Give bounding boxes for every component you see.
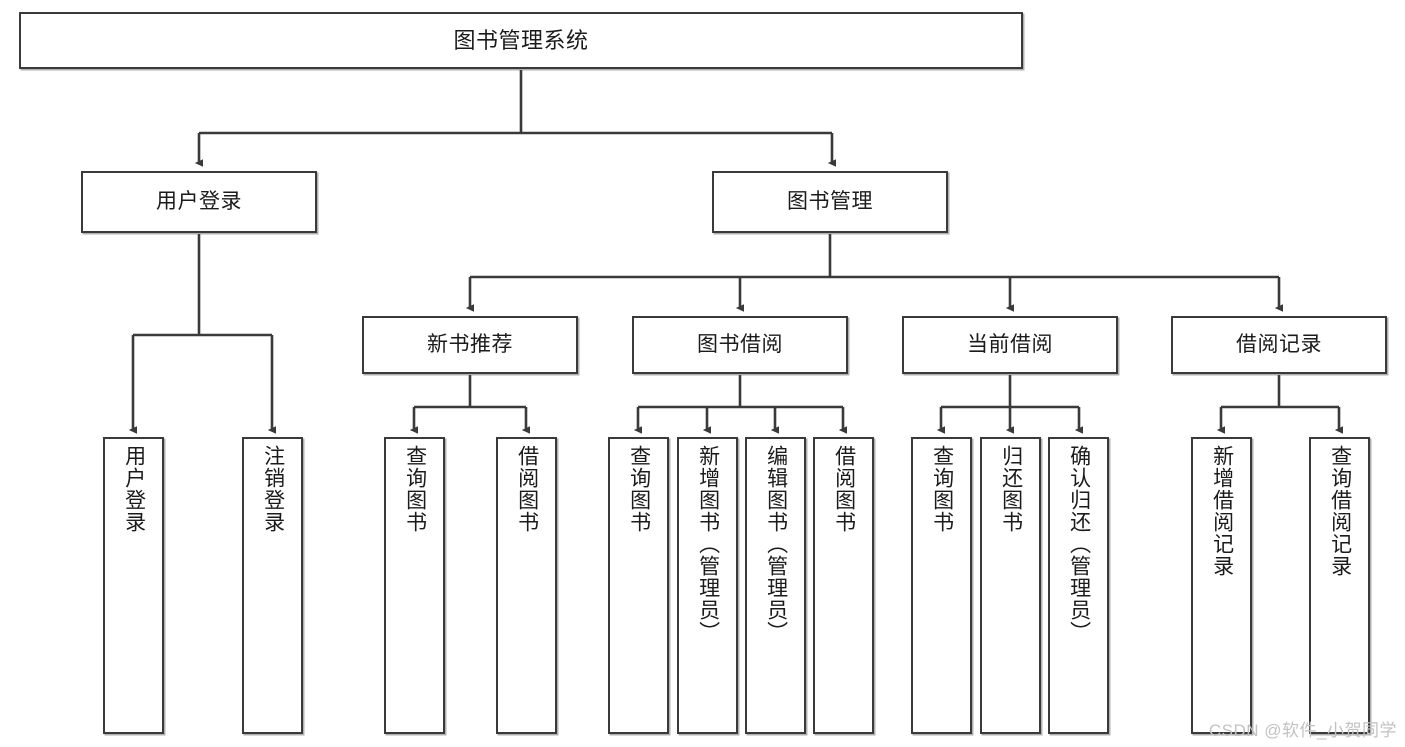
leaf-return-book[interactable]: 归还图书 (980, 437, 1041, 734)
leaf-edit-book-admin[interactable]: 编辑图书（管理员） (745, 437, 806, 734)
node-label: 编辑图书（管理员） (764, 445, 788, 643)
node-label: 新增图书（管理员） (696, 445, 720, 643)
node-label: 查询图书 (930, 445, 954, 533)
node-label: 图书借阅 (697, 332, 783, 356)
leaf-logout[interactable]: 注销登录 (242, 437, 303, 734)
leaf-add-borrow-record[interactable]: 新增借阅记录 (1191, 437, 1252, 734)
node-label: 图书管理系统 (453, 27, 589, 53)
node-new-book-recommend[interactable]: 新书推荐 (362, 316, 578, 374)
leaf-confirm-return-admin[interactable]: 确认归还（管理员） (1048, 437, 1109, 734)
node-label: 借阅图书 (515, 445, 539, 533)
node-book-borrow[interactable]: 图书借阅 (632, 316, 848, 374)
leaf-query-borrow-record[interactable]: 查询借阅记录 (1309, 437, 1370, 734)
node-label: 查询借阅记录 (1328, 445, 1352, 577)
node-label: 查询图书 (403, 445, 427, 533)
node-label: 图书管理 (787, 189, 873, 213)
node-root-system[interactable]: 图书管理系统 (19, 12, 1023, 69)
node-borrow-record[interactable]: 借阅记录 (1171, 316, 1387, 374)
leaf-query-book-current[interactable]: 查询图书 (911, 437, 972, 734)
node-label: 用户登录 (122, 445, 146, 533)
node-label: 查询图书 (627, 445, 651, 533)
leaf-user-login[interactable]: 用户登录 (103, 437, 164, 734)
node-label: 新增借阅记录 (1210, 445, 1234, 577)
leaf-borrow-book[interactable]: 借阅图书 (813, 437, 874, 734)
leaf-query-book-recommend[interactable]: 查询图书 (384, 437, 445, 734)
node-label: 当前借阅 (967, 332, 1053, 356)
leaf-borrow-book-recommend[interactable]: 借阅图书 (496, 437, 557, 734)
node-label: 借阅记录 (1236, 332, 1322, 356)
node-book-management[interactable]: 图书管理 (712, 171, 948, 233)
leaf-query-book-borrow[interactable]: 查询图书 (608, 437, 669, 734)
node-label: 用户登录 (156, 189, 242, 213)
node-user-login[interactable]: 用户登录 (81, 171, 317, 233)
leaf-add-book-admin[interactable]: 新增图书（管理员） (677, 437, 738, 734)
node-current-borrow[interactable]: 当前借阅 (902, 316, 1118, 374)
csdn-watermark: CSDN @软件_小贺同学 (1208, 721, 1397, 740)
node-label: 确认归还（管理员） (1067, 445, 1091, 643)
node-label: 注销登录 (261, 445, 285, 533)
node-label: 新书推荐 (427, 332, 513, 356)
node-label: 借阅图书 (832, 445, 856, 533)
node-label: 归还图书 (999, 445, 1023, 533)
